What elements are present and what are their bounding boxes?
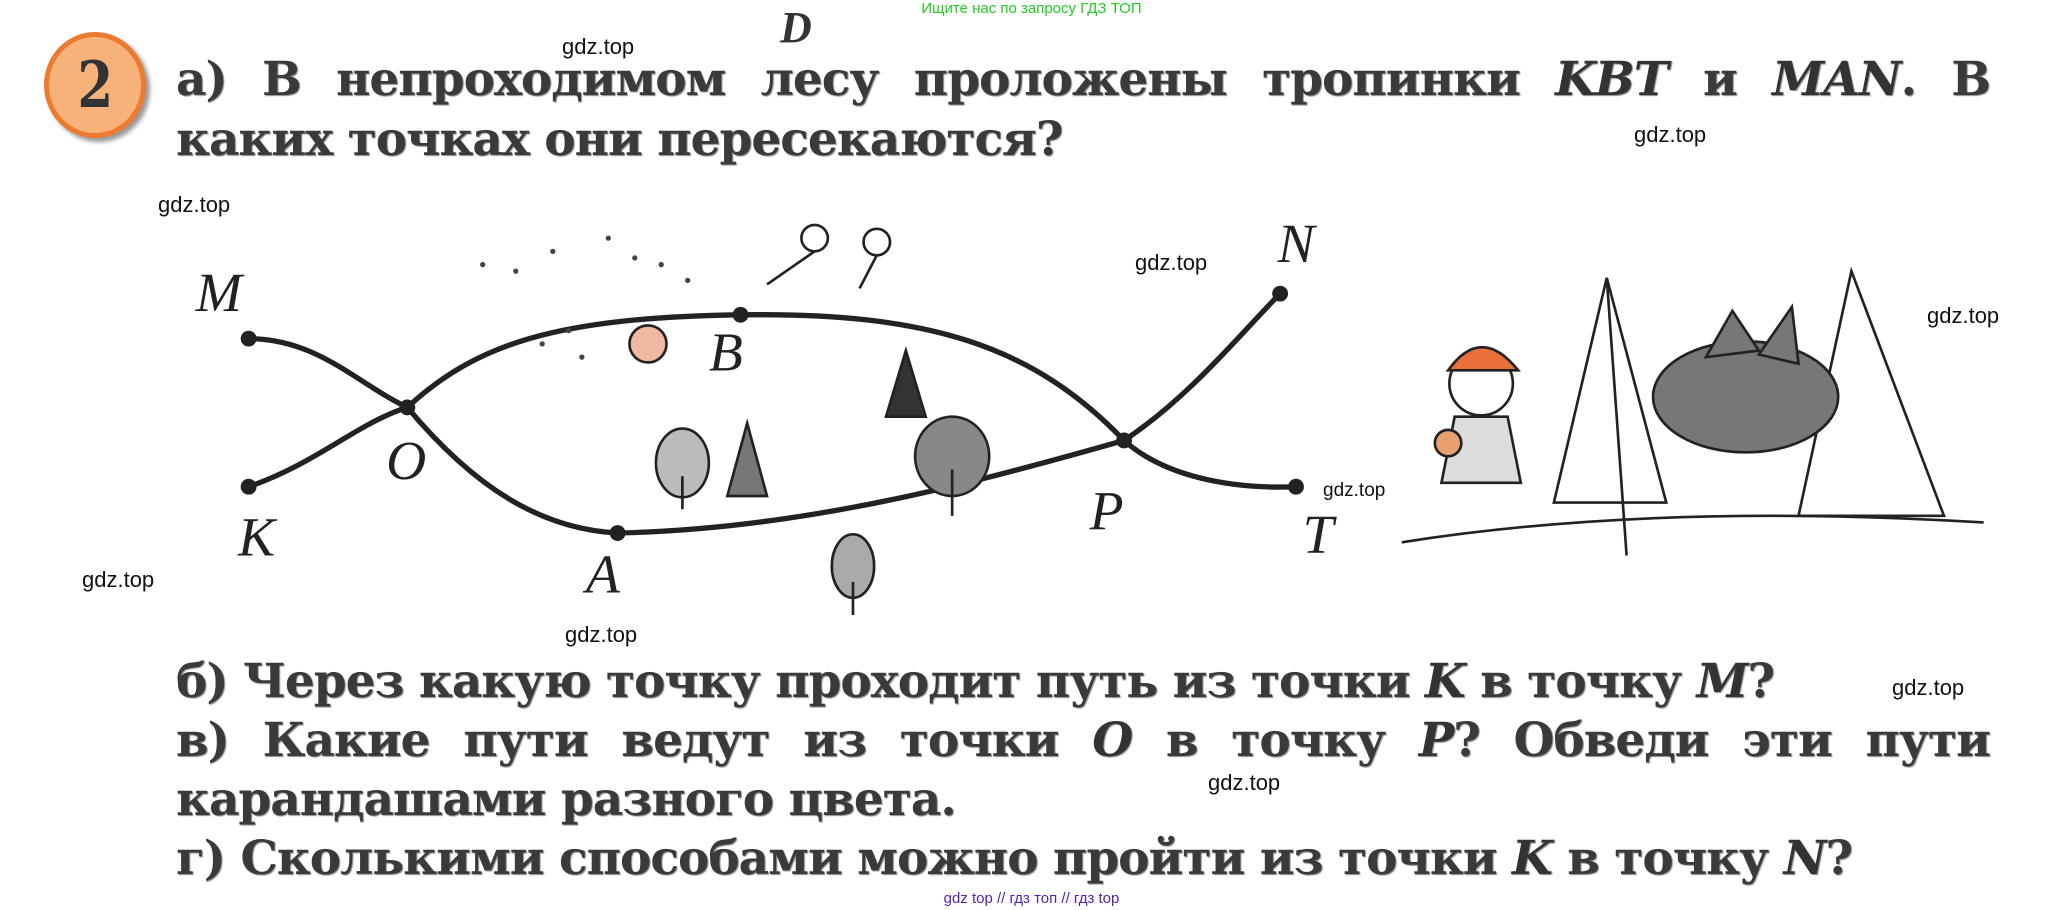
girl-and-wolf-illustration [1401,266,1984,556]
point-b [732,306,749,323]
point-p-ref: P [1418,713,1454,768]
watermark: gdz.top [565,622,638,647]
label-o: O [386,431,426,492]
part-c-line1: в) Какие пути ведут из точки O в точку P… [176,713,1991,768]
point-k [240,478,257,495]
watermark: gdz.top [1208,770,1281,795]
part-b-suffix: ? [1747,654,1775,709]
point-o-ref: O [1092,713,1133,768]
point-o [399,399,416,416]
label-k: K [237,508,278,569]
watermark: gdz.top [1634,122,1707,147]
label-a: A [582,545,621,606]
watermark: gdz.top [1892,675,1965,700]
footer-links: gdz top // гдз топ // гдз top [943,890,1120,907]
part-b-line: б) Через какую точку проходит путь из то… [176,654,1775,709]
watermark: gdz.top [1323,480,1386,501]
point-p [1116,432,1133,449]
point-n [1272,285,1289,302]
point-a [609,525,626,541]
label-m: M [195,263,245,324]
label-p: P [1089,481,1124,542]
part-a-line2: каких точках они пересекаются? [176,112,1063,167]
part-c-text: в) Какие пути ведут из точки [176,713,1093,768]
task-number: 2 [77,47,113,123]
watermark: gdz.top [562,34,635,59]
flower-icons [628,223,892,364]
part-d-text: г) Сколькими способами можно пройти из т… [176,831,1512,886]
part-d-middle: в точку [1551,831,1784,886]
part-c-middle: в точку [1132,713,1419,768]
part-b-middle: в точку [1464,654,1697,709]
part-a-line1: а) В непроходимом лесу проложены тропинк… [176,52,1991,107]
part-a-suffix: . В [1900,52,1991,107]
part-d-suffix: ? [1825,831,1853,886]
tree-icons [654,345,991,616]
watermark: gdz.top [158,192,231,217]
part-d-line: г) Сколькими способами можно пройти из т… [176,831,1853,886]
point-k-ref: K [1424,654,1466,709]
part-c-suffix: ? Обведи эти пути [1453,713,1991,768]
cut-letter: D [780,3,812,52]
point-m [240,330,257,347]
point-k-ref: K [1512,831,1553,886]
label-n: N [1276,214,1317,275]
part-c-line2: карандашами разного цвета. [176,772,957,827]
path-man: MAN [1772,52,1901,107]
label-t: T [1303,505,1338,566]
watermark: gdz.top [1927,303,2000,328]
path-kbt: KBT [1555,52,1669,107]
part-a-text: а) В непроходимом лесу проложены тропинк… [176,52,1556,107]
task-number-badge: 2 [44,32,146,138]
point-n-ref: N [1783,831,1827,886]
dots-decoration [480,235,691,360]
part-b-text: б) Через какую точку проходит путь из то… [176,654,1425,709]
point-m-ref: M [1696,654,1748,709]
search-hint: Ищите нас по запросу ГДЗ ТОП [921,0,1142,17]
path-lower [245,291,1283,536]
part-a-and: и [1667,52,1773,107]
watermark: gdz.top [1135,250,1208,275]
point-t [1288,478,1304,495]
label-b: B [709,322,743,383]
watermark: gdz.top [82,567,155,592]
